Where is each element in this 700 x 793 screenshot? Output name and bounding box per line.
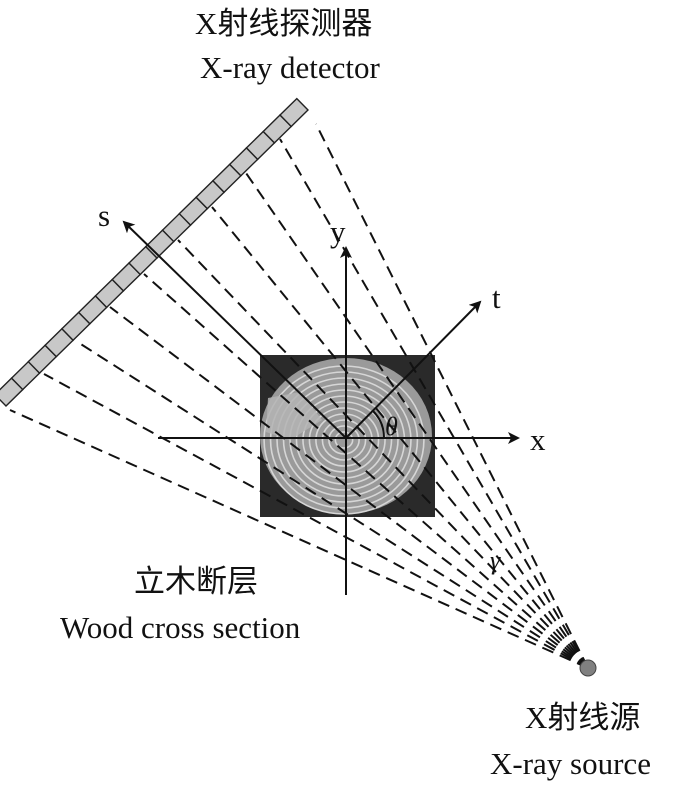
s-axis [122,220,347,439]
section-label-en: Wood cross section [60,610,301,645]
t-axis-label: t [492,280,501,315]
bark-patch [266,392,322,440]
growth-ring [276,377,412,503]
beam-ray [211,206,589,669]
source-label-cn: X射线源 [525,700,641,735]
growth-ring [321,419,367,461]
gamma-label: γ [490,546,501,575]
growth-ring [269,371,419,509]
beam-ray [43,373,589,669]
beam-ray [177,239,589,669]
growth-ring [263,365,425,515]
detector-label-en: X-ray detector [200,50,380,85]
section-label-cn: 立木断层 [134,564,258,599]
beam-ray [245,172,589,669]
x-axis-label: x [530,422,546,457]
growth-ring [328,425,360,455]
growth-ring [282,383,406,497]
x-ray-detector-array [0,97,309,407]
t-axis [345,300,482,439]
theta-label: θ [385,412,398,441]
growth-ring [334,431,354,449]
beam-ray [143,273,589,669]
growth-ring [302,401,386,479]
beam-ray [109,306,589,669]
s-axis-label: s [98,198,111,233]
x-ray-source-dot [579,659,597,677]
theta-arc [372,410,386,439]
detector-cell [279,97,309,128]
beam-ray [315,123,589,669]
source-label-en: X-ray source [490,746,651,781]
beam-ray [9,409,589,669]
beam-ray [279,138,589,669]
growth-ring [308,407,380,473]
x-ray-beams [9,123,589,669]
y-axis-label: y [330,214,346,249]
detector-label-cn: X射线探测器 [195,6,373,41]
beam-ray [75,340,589,669]
